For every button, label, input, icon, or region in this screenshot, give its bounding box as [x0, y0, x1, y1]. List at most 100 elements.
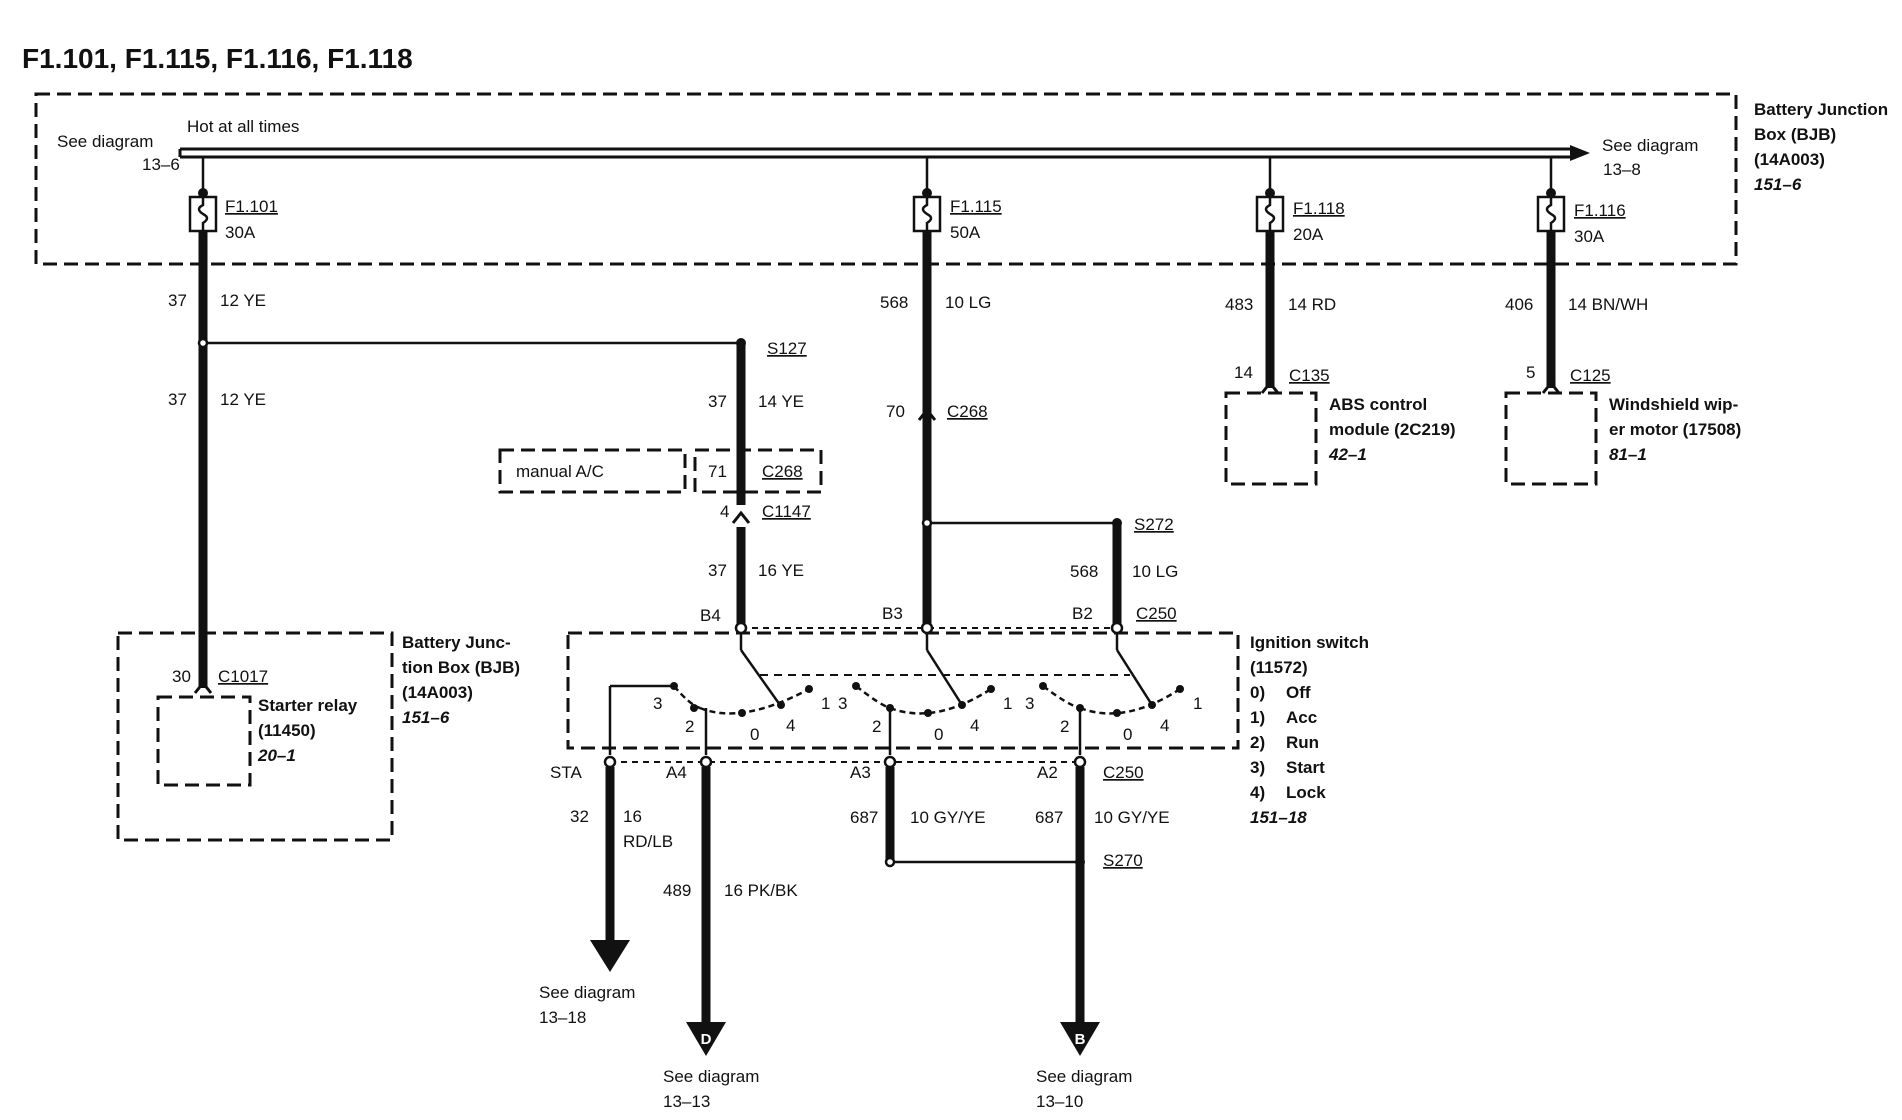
pos-4-c: 4 — [1160, 716, 1169, 735]
pos-1-a: 1 — [821, 694, 830, 713]
wire-483-circuit: 483 — [1225, 295, 1253, 314]
ignition-pos2-num: 2) — [1250, 733, 1265, 752]
splice-s127-label: S127 — [767, 339, 807, 358]
c135-connector-symbol — [1260, 380, 1280, 394]
c250-bottom-name: C250 — [1103, 763, 1144, 782]
wiper-line2: er motor (17508) — [1609, 420, 1741, 439]
c268b-name: C268 — [762, 462, 803, 481]
pos-2-b: 2 — [872, 717, 881, 736]
ref-13-10-text: See diagram — [1036, 1067, 1132, 1086]
wire-489-label: 16 PK/BK — [724, 881, 798, 900]
c268b-pin: 71 — [708, 462, 727, 481]
ignition-pos0-name: Off — [1286, 683, 1311, 702]
c125-pin: 5 — [1526, 363, 1535, 382]
fuse-f1-116-id: F1.116 — [1574, 201, 1626, 220]
c268b-box — [693, 448, 823, 494]
pos-3-b: 3 — [838, 694, 847, 713]
right-ref-text: See diagram — [1602, 136, 1698, 155]
ignition-pos1-name: Acc — [1286, 708, 1317, 727]
bjb-top-line1: Battery Junction — [1754, 100, 1888, 119]
wire-32-circuit: 32 — [570, 807, 589, 826]
splice-s272-label: S272 — [1134, 515, 1174, 534]
wire-37c-label: 14 YE — [758, 392, 804, 411]
wire-32-label1: 16 — [623, 807, 642, 826]
pos-4-a: 4 — [786, 716, 795, 735]
starter-line1: Starter relay — [258, 696, 358, 715]
ref-13-18-number: 13–18 — [539, 1008, 586, 1027]
bjb-top-line2: Box (BJB) — [1754, 125, 1836, 144]
starter-line3: 20–1 — [257, 746, 296, 765]
manual-ac-box — [498, 448, 687, 494]
fuse-f1-101-id: F1.101 — [225, 197, 278, 216]
pos-3-c: 3 — [1025, 694, 1034, 713]
starter-relay-box — [156, 695, 252, 787]
ignition-switch-box — [566, 631, 1240, 750]
fuse-f1-115 — [912, 157, 942, 233]
splice-s270-label: S270 — [1103, 851, 1143, 870]
left-ref-text: See diagram — [57, 132, 153, 151]
wire-37a-label: 12 YE — [220, 291, 266, 310]
arrow-b — [1060, 1022, 1100, 1056]
pos-0-c: 0 — [1123, 725, 1132, 744]
pos-2-c: 2 — [1060, 717, 1069, 736]
pos-1-b: 1 — [1003, 694, 1012, 713]
bjb-left-line1: Battery Junc- — [402, 633, 511, 652]
fuse-f1-116-amp: 30A — [1574, 227, 1605, 246]
arrow-d-letter: D — [701, 1031, 712, 1048]
wire-37d-circuit: 37 — [708, 561, 727, 580]
wire-568a-circuit: 568 — [880, 293, 908, 312]
terminal-a2: A2 — [1037, 763, 1058, 782]
c268a-pin: 70 — [886, 402, 905, 421]
c1017-pin: 30 — [172, 667, 191, 686]
c1147-name: C1147 — [762, 502, 811, 521]
ignition-line2: (11572) — [1250, 658, 1308, 677]
c1147-connector-symbol — [731, 510, 751, 524]
arrow-b-letter: B — [1075, 1031, 1086, 1048]
ignition-pos0-num: 0) — [1250, 683, 1265, 702]
wiper-motor-box — [1504, 391, 1598, 486]
pos-4-b: 4 — [970, 716, 979, 735]
abs-line2: module (2C219) — [1329, 420, 1456, 439]
ignition-pos3-name: Start — [1286, 758, 1325, 777]
wire-406-circuit: 406 — [1505, 295, 1533, 314]
abs-module-box — [1224, 391, 1318, 486]
fuse-f1-115-amp: 50A — [950, 223, 981, 242]
arrow-13-18 — [590, 940, 630, 972]
starter-line2: (11450) — [258, 721, 316, 740]
c1017-connector-symbol — [193, 680, 213, 694]
c1147-pin: 4 — [720, 502, 729, 521]
junction-37 — [197, 337, 209, 349]
wire-489-circuit: 489 — [663, 881, 691, 900]
fuse-f1-101-amp: 30A — [225, 223, 256, 242]
wire-687a-label: 10 GY/YE — [910, 808, 986, 827]
abs-line3: 42–1 — [1328, 445, 1367, 464]
fuse-f1-116 — [1536, 157, 1566, 233]
bjb-left-line3: (14A003) — [402, 683, 473, 702]
c125-name: C125 — [1570, 366, 1611, 385]
wiper-line3: 81–1 — [1609, 445, 1647, 464]
wire-568a-label: 10 LG — [945, 293, 991, 312]
ignition-pos1-num: 1) — [1250, 708, 1265, 727]
c1017-name: C1017 — [218, 667, 268, 686]
diagram-title: F1.101, F1.115, F1.116, F1.118 — [22, 43, 413, 74]
c135-name: C135 — [1289, 366, 1330, 385]
arrow-d — [686, 1022, 726, 1056]
c250-top-name: C250 — [1136, 604, 1177, 623]
terminal-b3: B3 — [882, 604, 903, 623]
bjb-left-box — [116, 631, 394, 842]
c135-pin: 14 — [1234, 363, 1253, 382]
c268a-name: C268 — [947, 402, 988, 421]
wire-37a-circuit: 37 — [168, 291, 187, 310]
ignition-pos4-num: 4) — [1250, 783, 1265, 802]
c125-connector-symbol — [1541, 380, 1561, 394]
terminal-b2: B2 — [1072, 604, 1093, 623]
ref-13-13-number: 13–13 — [663, 1092, 710, 1111]
fuse-f1-118-amp: 20A — [1293, 225, 1324, 244]
wire-37c-circuit: 37 — [708, 392, 727, 411]
fuse-f1-118 — [1255, 157, 1285, 233]
wire-687b-label: 10 GY/YE — [1094, 808, 1170, 827]
terminal-b4: B4 — [700, 606, 721, 625]
manual-ac-label: manual A/C — [516, 462, 604, 481]
ref-13-18-text: See diagram — [539, 983, 635, 1002]
